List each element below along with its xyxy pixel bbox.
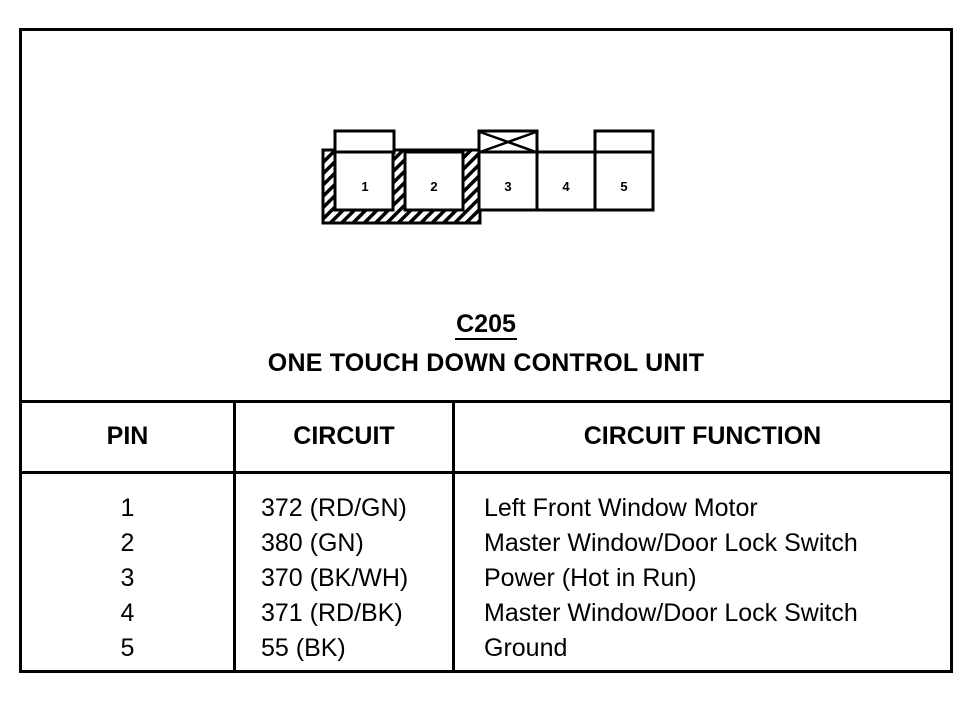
cavity-4-label: 4 — [562, 179, 570, 194]
pin-cell: 3 — [120, 564, 135, 592]
connector-id-text: C205 — [455, 310, 517, 340]
connector-title: ONE TOUCH DOWN CONTROL UNIT — [267, 349, 705, 377]
function-cell: Ground — [484, 634, 568, 662]
table-divider-2 — [452, 401, 455, 670]
latch-cavity-5 — [593, 129, 655, 155]
cavity-1-box — [333, 150, 395, 212]
pin-table: PIN CIRCUIT CIRCUIT FUNCTION 1 2 3 4 5 3… — [22, 401, 950, 670]
connector-diagram-area: 1 2 3 4 5 C205 ONE TOUCH DOWN CONTROL UN… — [22, 31, 950, 403]
table-divider-1 — [233, 401, 236, 670]
pin-cell: 5 — [120, 634, 135, 662]
latch-cavity-3-crossed — [477, 129, 539, 155]
cavity-2-label: 2 — [430, 179, 437, 194]
function-column: Left Front Window Motor Master Window/Do… — [484, 491, 858, 666]
circuit-cell: 380 (GN) — [261, 529, 364, 557]
function-cell: Power (Hot in Run) — [484, 564, 697, 592]
header-circuit: CIRCUIT — [293, 421, 395, 450]
pin-cell: 4 — [120, 599, 135, 627]
cavity-4-box — [535, 150, 597, 212]
function-cell: Master Window/Door Lock Switch — [484, 599, 858, 627]
circuit-cell: 371 (RD/BK) — [261, 599, 403, 627]
table-top-border — [22, 400, 950, 403]
latch-cavity-1 — [333, 129, 396, 155]
connector-id: C205 — [22, 310, 950, 340]
pin-cell: 2 — [120, 529, 135, 557]
header-circuit-function: CIRCUIT FUNCTION — [583, 421, 822, 450]
table-header-border — [22, 471, 950, 474]
cavity-5-label: 5 — [620, 179, 627, 194]
cavity-1-label: 1 — [361, 179, 368, 194]
pin-column: 1 2 3 4 5 — [22, 491, 233, 666]
pin-cell: 1 — [120, 494, 135, 522]
function-cell: Master Window/Door Lock Switch — [484, 529, 858, 557]
circuit-cell: 372 (RD/GN) — [261, 494, 407, 522]
circuit-cell: 55 (BK) — [261, 634, 346, 662]
cavity-2-box — [403, 150, 465, 212]
diagram-frame: 1 2 3 4 5 C205 ONE TOUCH DOWN CONTROL UN… — [19, 28, 953, 673]
circuit-cell: 370 (BK/WH) — [261, 564, 409, 592]
connector-face-diagram: 1 2 3 4 5 — [321, 129, 655, 225]
circuit-column: 372 (RD/GN) 380 (GN) 370 (BK/WH) 371 (RD… — [261, 491, 408, 666]
header-pin: PIN — [106, 421, 149, 450]
cavity-5-box — [593, 150, 655, 212]
cavity-3-label: 3 — [504, 179, 511, 194]
function-cell: Left Front Window Motor — [484, 494, 758, 522]
